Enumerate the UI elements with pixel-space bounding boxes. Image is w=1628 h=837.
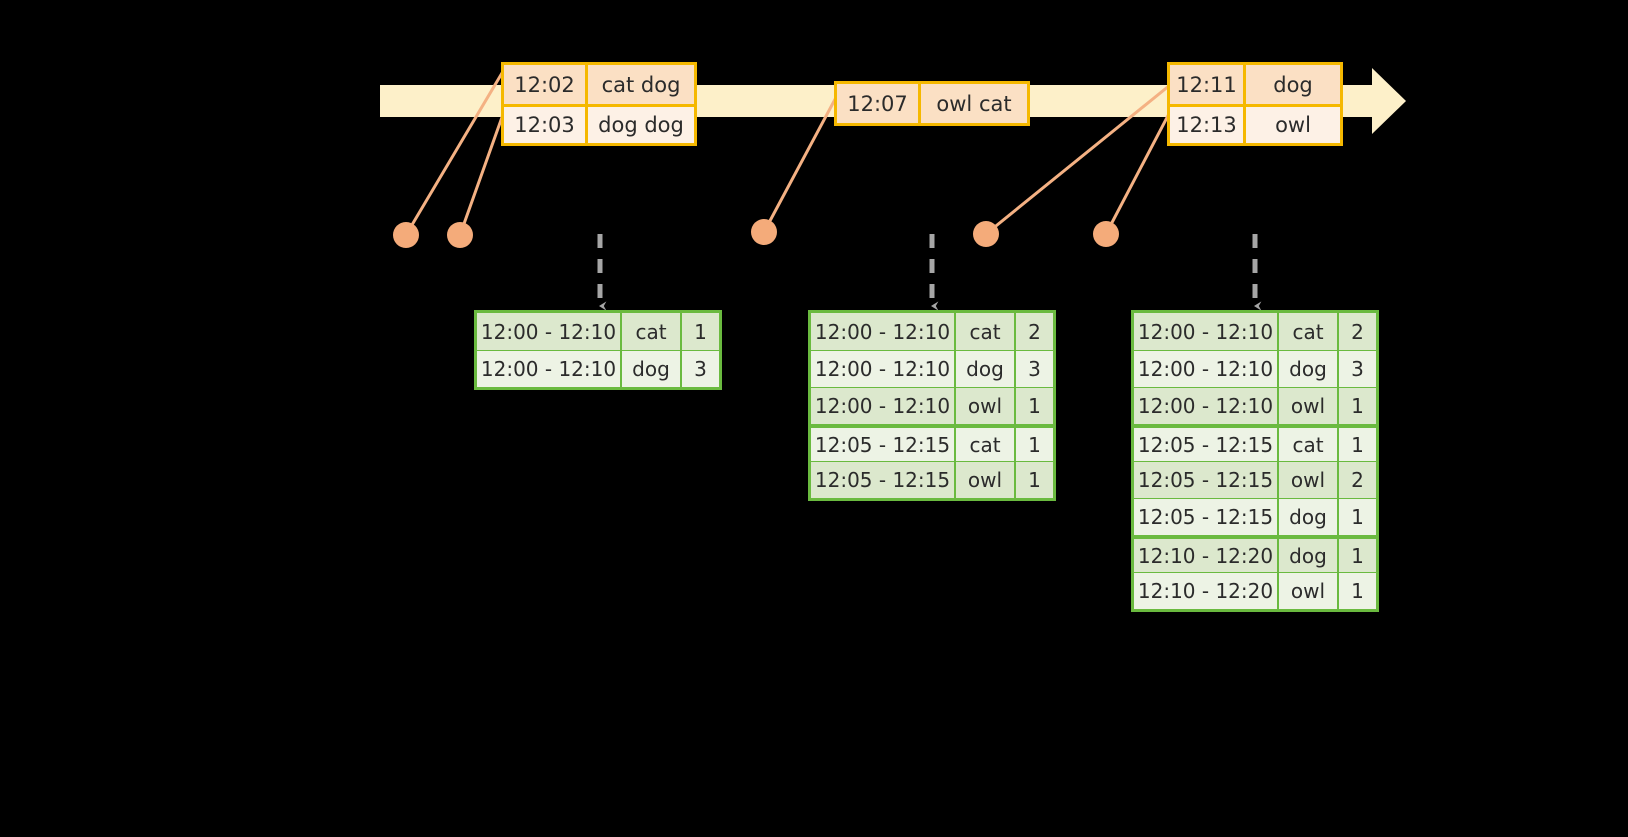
cell-count: 2 (1351, 319, 1364, 344)
cell-range: 12:00 - 12:10 (1134, 313, 1279, 350)
connector-dots (393, 219, 1119, 248)
event-value: owl (1275, 113, 1311, 137)
event-time: 12:02 (504, 65, 588, 104)
cell-range: 12:00 - 12:10 (811, 388, 956, 424)
connector-dot-4 (973, 221, 999, 247)
cell-range: 12:00 - 12:10 (811, 351, 956, 387)
cell-word: cat (956, 428, 1016, 461)
timeline-event-box-2[interactable]: 12:07 owl cat (834, 81, 1030, 126)
cell-word: dog (622, 351, 682, 387)
timeline-event-box-1[interactable]: 12:02 cat dog 12:03 dog dog (501, 62, 697, 146)
cell-count: 3 (1028, 357, 1041, 381)
cell-word: dog (956, 351, 1016, 387)
event-time: 12:13 (1170, 107, 1246, 143)
connector-dot-5 (1093, 221, 1119, 247)
cell-count: 1 (1351, 432, 1364, 457)
connector-line-2 (458, 104, 508, 237)
connector-dot-3 (751, 219, 777, 245)
cell-count: 2 (1028, 319, 1041, 344)
cell-word: dog (1279, 499, 1339, 535)
timeline-event-row[interactable]: 12:11 dog (1170, 65, 1340, 104)
timeline-event-row[interactable]: 12:13 owl (1170, 104, 1340, 143)
timeline-event-row[interactable]: 12:03 dog dog (504, 104, 694, 143)
dashed-arrows (597, 234, 1262, 311)
cell-count: 3 (1351, 357, 1364, 381)
cell-word: cat (1279, 428, 1339, 461)
cell-count: 1 (1028, 468, 1041, 492)
event-time: 12:11 (1170, 65, 1246, 104)
cell-count: 3 (694, 357, 707, 381)
timeline-event-box-3[interactable]: 12:11 dog 12:13 owl (1167, 62, 1343, 146)
cell-word: dog (1279, 539, 1339, 572)
cell-word: owl (956, 462, 1016, 498)
cell-range: 12:00 - 12:10 (477, 351, 622, 387)
cell-range: 12:00 - 12:10 (477, 313, 622, 350)
timeline-event-row[interactable]: 12:07 owl cat (837, 84, 1027, 123)
cell-word: owl (956, 388, 1016, 424)
event-time: 12:07 (837, 84, 921, 123)
cell-count: 1 (1351, 543, 1364, 568)
cell-range: 12:05 - 12:15 (1134, 428, 1279, 461)
event-value: cat dog (601, 72, 681, 97)
connector-dot-2 (447, 222, 473, 248)
cell-count: 2 (1351, 468, 1364, 492)
cell-word: owl (1279, 462, 1339, 498)
cell-word: dog (1279, 351, 1339, 387)
event-value: owl cat (936, 91, 1012, 116)
event-value: dog (1273, 72, 1313, 97)
cell-range: 12:05 - 12:15 (1134, 462, 1279, 498)
cell-range: 12:00 - 12:10 (1134, 388, 1279, 424)
cell-word: cat (956, 313, 1016, 350)
event-value: dog dog (598, 113, 684, 137)
cell-count: 1 (1028, 394, 1041, 418)
cell-count: 1 (1028, 432, 1041, 457)
cell-word: cat (622, 313, 682, 350)
cell-range: 12:00 - 12:10 (811, 313, 956, 350)
cell-word: cat (1279, 313, 1339, 350)
cell-range: 12:10 - 12:20 (1134, 573, 1279, 609)
connector-line-5 (1104, 106, 1174, 236)
cell-range: 12:00 - 12:10 (1134, 351, 1279, 387)
cell-range: 12:10 - 12:20 (1134, 539, 1279, 572)
cell-range: 12:05 - 12:15 (811, 428, 956, 461)
cell-count: 1 (1351, 505, 1364, 529)
cell-count: 1 (1351, 394, 1364, 418)
event-time: 12:03 (504, 107, 588, 143)
timeline-event-row[interactable]: 12:02 cat dog (504, 65, 694, 104)
cell-count: 1 (694, 319, 707, 344)
cell-range: 12:05 - 12:15 (1134, 499, 1279, 535)
cell-word: owl (1279, 573, 1339, 609)
cell-range: 12:05 - 12:15 (811, 462, 956, 498)
cell-word: owl (1279, 388, 1339, 424)
cell-count: 1 (1351, 579, 1364, 603)
connector-dot-1 (393, 222, 419, 248)
